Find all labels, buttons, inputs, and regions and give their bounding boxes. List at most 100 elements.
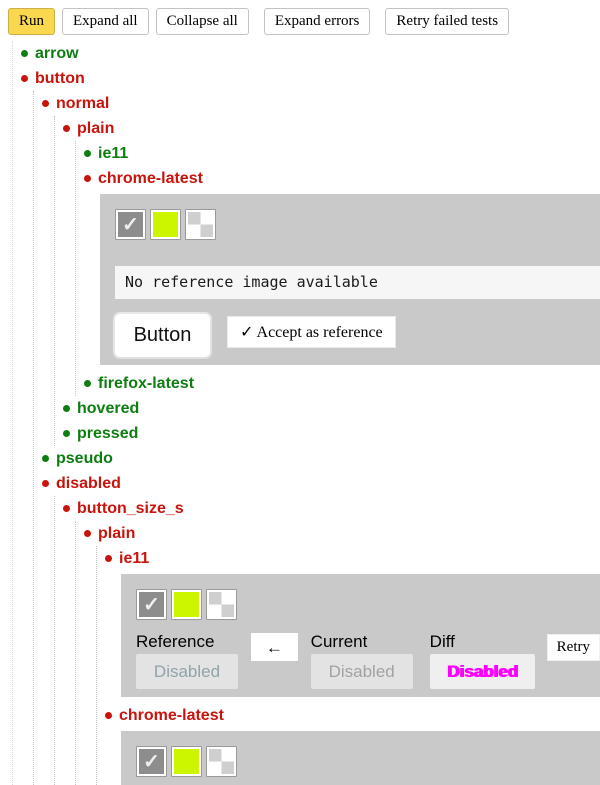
test-chrome-latest: chrome-latest ✓: [76, 166, 600, 365]
captured-button-image: Button: [115, 314, 210, 357]
reference-column: Reference Disabled: [136, 632, 238, 689]
status-bullet-icon: [105, 712, 112, 719]
toolbar: Run Expand all Collapse all Expand error…: [8, 8, 600, 35]
suite-pressed: pressed: [55, 421, 600, 446]
tree-item-plain[interactable]: plain: [76, 521, 600, 546]
status-bullet-icon: [63, 430, 70, 437]
tree-item-firefox-latest[interactable]: firefox-latest: [76, 371, 600, 396]
tree-item-chrome-latest[interactable]: chrome-latest: [76, 166, 600, 191]
left-arrow-icon: ←: [265, 637, 283, 657]
tree-item-label: ie11: [98, 145, 129, 162]
checkerboard-swatch-button[interactable]: [185, 209, 216, 240]
highlight-color-swatch-button[interactable]: [171, 589, 202, 620]
tree-item-normal[interactable]: normal: [34, 91, 600, 116]
highlight-color-swatch-button[interactable]: [150, 209, 181, 240]
diff-label: Diff: [429, 632, 455, 651]
checkmark-swatch-button[interactable]: ✓: [136, 589, 167, 620]
diff-result-panel-truncated: ✓: [121, 731, 600, 785]
tree-item-label: plain: [98, 525, 136, 542]
status-bullet-icon: [84, 150, 91, 157]
view-mode-swatches: ✓: [115, 209, 600, 240]
highlight-color-swatch-button[interactable]: [171, 746, 202, 777]
tree-item-chrome-latest[interactable]: chrome-latest: [97, 703, 600, 728]
tree-item-label: button_size_s: [77, 500, 184, 517]
status-bullet-icon: [21, 75, 28, 82]
tree-item-label: pressed: [77, 425, 139, 442]
swap-arrow-button[interactable]: ←: [251, 633, 298, 661]
no-reference-message: No reference image available: [115, 266, 600, 299]
tree-item-ie11[interactable]: ie11: [76, 141, 600, 166]
suite-button: button normal plain: [13, 66, 600, 785]
suite-pseudo: pseudo: [34, 446, 600, 471]
no-reference-result-panel: ✓: [100, 194, 600, 365]
tree-item-pressed[interactable]: pressed: [55, 421, 600, 446]
check-icon: ✓: [143, 750, 160, 773]
tree-item-label: ie11: [119, 550, 150, 567]
accept-as-reference-button[interactable]: ✓ Accept as reference: [227, 316, 396, 348]
reference-image: Disabled: [136, 654, 238, 689]
tree-item-disabled[interactable]: disabled: [34, 471, 600, 496]
tree-item-button[interactable]: button: [13, 66, 600, 91]
status-bullet-icon: [63, 125, 70, 132]
status-bullet-icon: [63, 405, 70, 412]
expand-all-button[interactable]: Expand all: [62, 8, 149, 35]
tree-item-arrow[interactable]: arrow: [13, 41, 600, 66]
expand-errors-button[interactable]: Expand errors: [263, 8, 371, 35]
suite-hovered: hovered: [55, 396, 600, 421]
test-ie11: ie11: [76, 141, 600, 166]
collapse-all-button[interactable]: Collapse all: [155, 8, 249, 35]
status-bullet-icon: [42, 455, 49, 462]
status-bullet-icon: [84, 530, 91, 537]
check-icon: ✓: [122, 213, 139, 236]
status-bullet-icon: [84, 175, 91, 182]
current-column: Current Disabled: [310, 632, 413, 689]
checkerboard-swatch-button[interactable]: [206, 589, 237, 620]
tree-item-label: arrow: [35, 45, 79, 62]
captured-button-text: Button: [133, 324, 192, 346]
checkmark-swatch-button[interactable]: ✓: [136, 746, 167, 777]
status-bullet-icon: [21, 50, 28, 57]
tree-item-label: pseudo: [56, 450, 113, 467]
current-label: Current: [310, 632, 368, 651]
test-firefox-latest: firefox-latest: [76, 371, 600, 396]
tree-item-label: button: [35, 70, 85, 87]
tree-item-pseudo[interactable]: pseudo: [34, 446, 600, 471]
status-bullet-icon: [84, 380, 91, 387]
status-bullet-icon: [105, 555, 112, 562]
reference-label: Reference: [136, 632, 215, 651]
checkerboard-swatch-button[interactable]: [206, 746, 237, 777]
retry-button[interactable]: Retry: [546, 634, 600, 661]
tree-item-label: chrome-latest: [98, 170, 203, 187]
suite-plain-2: plain ie11: [76, 521, 600, 785]
tree-item-label: chrome-latest: [119, 707, 224, 724]
view-mode-swatches: ✓: [136, 746, 600, 777]
status-bullet-icon: [42, 100, 49, 107]
tree-item-hovered[interactable]: hovered: [55, 396, 600, 421]
tree-item-button-size-s[interactable]: button_size_s: [55, 496, 600, 521]
suite-disabled: disabled button_size_s: [34, 471, 600, 785]
diff-image: Disabled: [429, 654, 535, 689]
tree-item-label: hovered: [77, 400, 140, 417]
tree-item-label: firefox-latest: [98, 375, 195, 392]
run-button[interactable]: Run: [8, 8, 56, 35]
test-tree: arrow button normal: [12, 41, 600, 785]
check-icon: ✓: [143, 593, 160, 616]
current-image: Disabled: [310, 654, 413, 689]
diff-result-panel: ✓: [121, 574, 600, 697]
suite-plain: plain ie11: [55, 116, 600, 396]
checkmark-swatch-button[interactable]: ✓: [115, 209, 146, 240]
tree-item-label: normal: [56, 95, 110, 112]
suite-normal: normal plain: [34, 91, 600, 446]
view-mode-swatches: ✓: [136, 589, 600, 620]
test-chrome-latest-2: chrome-latest ✓: [97, 703, 600, 785]
status-bullet-icon: [42, 480, 49, 487]
suite-button-size-s: button_size_s plain: [55, 496, 600, 785]
retry-failed-tests-button[interactable]: Retry failed tests: [385, 8, 510, 35]
test-ie11-2: ie11 ✓: [97, 546, 600, 697]
status-bullet-icon: [63, 505, 70, 512]
suite-arrow: arrow: [13, 41, 600, 66]
tree-item-ie11[interactable]: ie11: [97, 546, 600, 571]
tree-item-plain[interactable]: plain: [55, 116, 600, 141]
diff-column: Diff Disabled: [429, 632, 535, 689]
